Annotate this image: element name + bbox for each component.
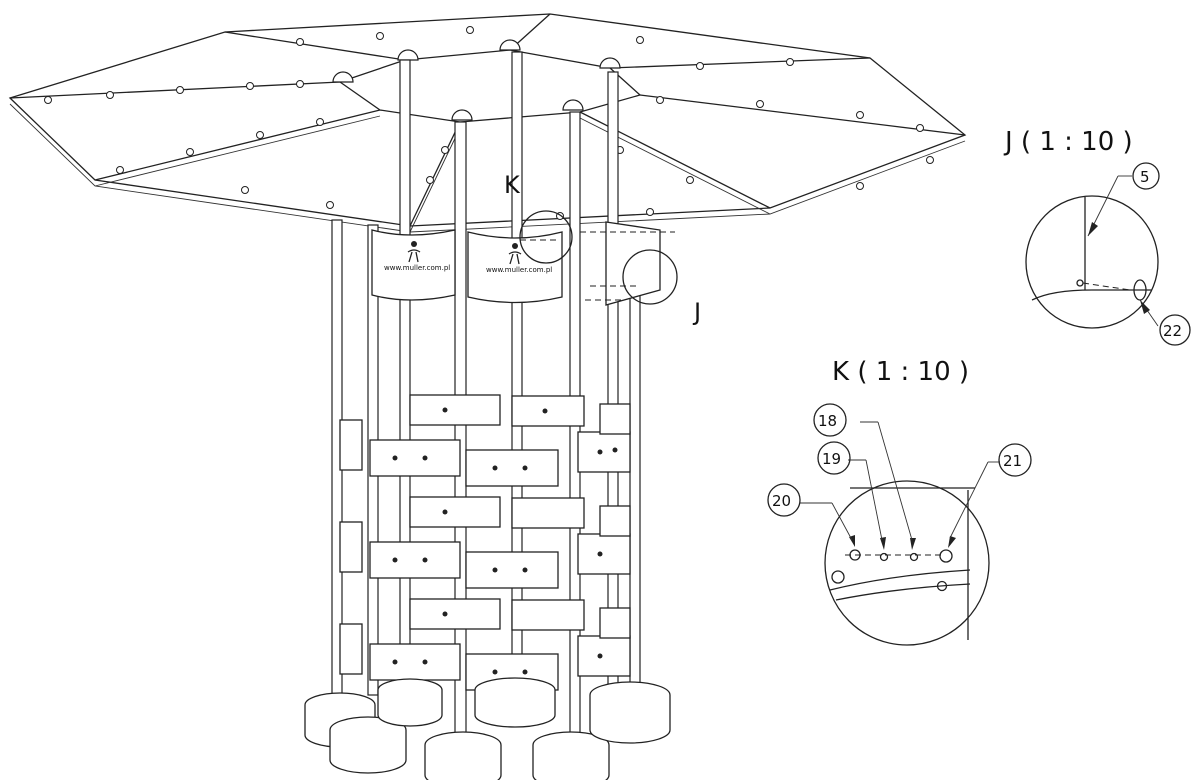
callout-21: 21 [1003,452,1022,470]
detail-j-title: J ( 1 : 10 ) [1003,127,1133,157]
callout-21-circle [998,443,1032,477]
view-label-k: K [504,171,521,199]
callout-18-circle [813,403,847,437]
detail-k-view [767,403,1032,646]
callout-18: 18 [818,412,837,430]
callout-20: 20 [772,492,791,510]
logo-icon [407,241,421,263]
callout-19: 19 [822,450,841,468]
sign-url-center: www.muller.com.pl [486,266,552,274]
callout-22: 22 [1163,322,1182,340]
callout-20-circle [767,483,801,517]
callout-5: 5 [1140,168,1150,186]
view-label-j: J [692,298,701,326]
callout-5-circle [1132,162,1160,190]
detail-j-view [1025,162,1191,346]
detail-markers [519,210,678,305]
hexagonal-roof [8,13,967,233]
callout-19-circle [817,441,851,475]
sign-panels: www.muller.com.pl www.muller.com.pl [371,221,675,306]
callout-22-circle [1159,314,1191,346]
detail-k-title: K ( 1 : 10 ) [832,357,969,387]
logo-icon-center [508,243,522,265]
sign-url-left: www.muller.com.pl [384,264,450,272]
climbing-rings [339,394,631,691]
concrete-footings [304,677,671,780]
